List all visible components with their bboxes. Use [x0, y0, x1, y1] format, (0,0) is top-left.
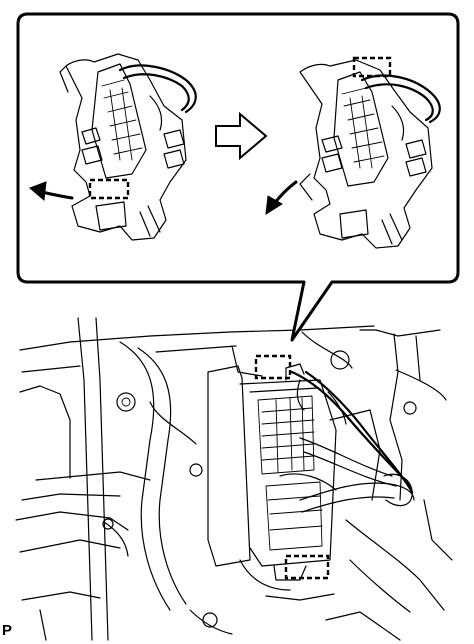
vehicle-body-drawing — [15, 317, 453, 641]
figure-code-label: P — [2, 622, 13, 639]
main-bottom-clip-marker — [284, 554, 330, 580]
callout-left-clip-marker — [88, 178, 130, 200]
pull-down-arrow-icon — [265, 180, 298, 215]
callout-right-clip-marker — [352, 56, 392, 78]
step-arrow-icon — [215, 111, 268, 161]
detail-callout — [16, 12, 460, 342]
main-top-clip-marker — [254, 354, 292, 380]
relay-block-before — [59, 53, 197, 241]
pull-left-arrow-icon — [29, 181, 74, 201]
